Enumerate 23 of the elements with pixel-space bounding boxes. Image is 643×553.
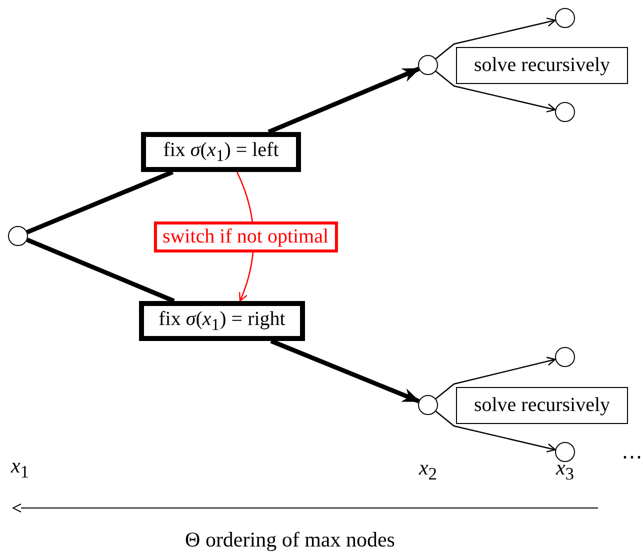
edge-label: switch if not optimal [153, 221, 338, 252]
choice-box: fix σ(x$_{1}$) = left [141, 132, 301, 172]
tree-node-circle [555, 8, 575, 28]
choice-box: fix σ(x$_{1}$) = right [139, 301, 305, 341]
process-box: solve recursively [456, 46, 628, 84]
variable-label: x$_{2}$ [418, 455, 438, 485]
tree-node-circle [418, 395, 438, 415]
arrow [435, 356, 556, 400]
variable-label: x$_{3}$ [556, 455, 574, 485]
variable-label: ⋯ [622, 444, 642, 470]
arrow [268, 66, 420, 134]
arrow [435, 410, 556, 452]
arrow [435, 18, 556, 60]
variable-label: x$_{1}$ [10, 453, 30, 483]
axis-caption: Θ ordering of max nodes [185, 528, 395, 552]
tree-node-circle [555, 102, 575, 122]
arrow [435, 70, 556, 112]
arrow [270, 338, 420, 404]
process-box: solve recursively [456, 386, 628, 424]
tree-node-circle [418, 55, 438, 75]
tree-node-circle [8, 226, 28, 246]
tree-node-circle [555, 442, 575, 462]
tree-node-circle [555, 347, 575, 367]
